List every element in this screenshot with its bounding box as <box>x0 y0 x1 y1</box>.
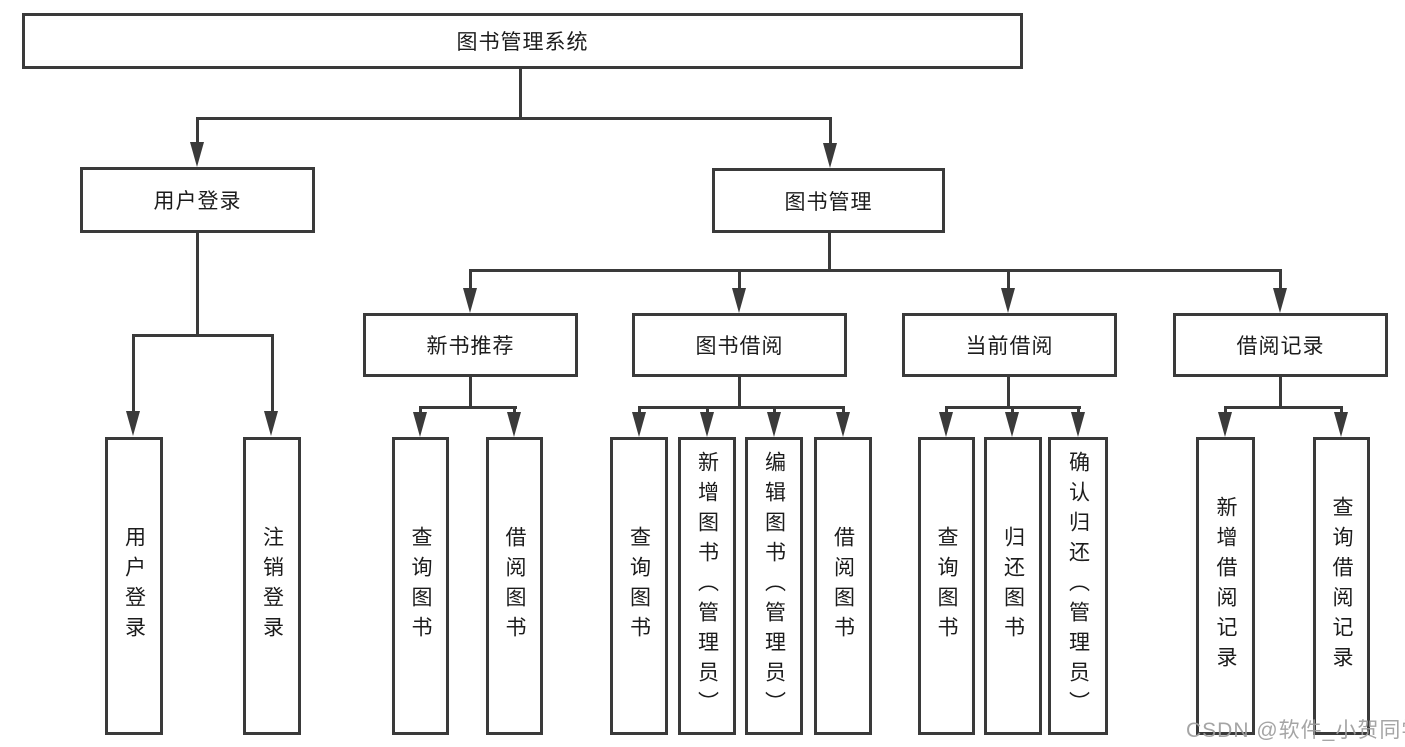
connector-level2-bar <box>469 269 1282 272</box>
leaf-nb-query-books-label: 查询图书 <box>409 526 433 646</box>
node-new-books: 新书推荐 <box>363 313 578 377</box>
connector-borrow-records-bar <box>1224 406 1343 409</box>
leaf-br-query-record-label: 查询借阅记录 <box>1330 496 1354 676</box>
connector-borrow-records-shaft <box>1279 272 1282 292</box>
leaf-logout-label: 注销登录 <box>260 526 284 646</box>
leaf-cb-confirm-return-admin-label: 确认归还（管理员） <box>1066 451 1090 721</box>
node-book-borrow-label: 图书借阅 <box>695 335 784 358</box>
connector-new-books-bar <box>419 406 517 409</box>
leaf-bb-query-books: 查询图书 <box>610 437 668 735</box>
node-book-borrow: 图书借阅 <box>632 313 847 377</box>
leaf-bb-add-books-admin: 新增图书（管理员） <box>678 437 736 735</box>
arrowhead-br-leaf2 <box>1334 412 1348 437</box>
leaf-cb-query-books: 查询图书 <box>918 437 975 735</box>
arrowhead-nb-leaf1 <box>413 412 427 437</box>
arrowhead-nb-leaf2 <box>507 412 521 437</box>
node-library-system: 图书管理系统 <box>22 13 1023 69</box>
arrowhead-borrow-records <box>1273 288 1287 313</box>
node-book-management: 图书管理 <box>712 168 945 233</box>
node-borrow-records-label: 借阅记录 <box>1236 335 1325 358</box>
leaf-br-add-record-label: 新增借阅记录 <box>1214 496 1238 676</box>
connector-logout-leaf-shaft <box>271 335 274 415</box>
connector-user-login-shaft <box>196 118 199 148</box>
node-book-management-label: 图书管理 <box>784 190 873 214</box>
connector-new-books-down <box>469 377 472 408</box>
connector-book-mgmt-down <box>828 233 831 272</box>
connector-borrow-records-down <box>1279 377 1282 408</box>
leaf-logout: 注销登录 <box>243 437 301 735</box>
arrowhead-bb-leaf2 <box>700 412 714 437</box>
node-user-login: 用户登录 <box>80 167 315 233</box>
arrowhead-br-leaf1 <box>1218 412 1232 437</box>
leaf-nb-borrow-books-label: 借阅图书 <box>503 526 527 646</box>
connector-current-borrow-bar <box>945 406 1081 409</box>
leaf-cb-query-books-label: 查询图书 <box>935 526 959 646</box>
arrowhead-login-leaf <box>126 411 140 436</box>
connector-root-stub <box>519 68 522 118</box>
leaf-user-login-label: 用户登录 <box>122 526 146 646</box>
leaf-cb-confirm-return-admin: 确认归还（管理员） <box>1048 437 1108 735</box>
arrowhead-bb-leaf3 <box>767 412 781 437</box>
connector-level1-bar <box>196 117 832 120</box>
connector-current-borrow-shaft <box>1007 272 1010 292</box>
arrowhead-current-borrow <box>1001 288 1015 313</box>
leaf-bb-edit-books-admin: 编辑图书（管理员） <box>745 437 803 735</box>
connector-new-books-shaft <box>469 272 472 292</box>
leaf-nb-query-books: 查询图书 <box>392 437 449 735</box>
connector-user-login-bar <box>132 334 274 337</box>
arrowhead-user-login <box>190 142 204 167</box>
connector-book-borrow-shaft <box>738 272 741 292</box>
arrowhead-cb-leaf3 <box>1071 412 1085 437</box>
connector-book-mgmt-shaft <box>829 118 832 148</box>
connector-book-borrow-down <box>738 377 741 408</box>
arrowhead-bb-leaf4 <box>836 412 850 437</box>
node-current-borrow: 当前借阅 <box>902 313 1117 377</box>
arrowhead-cb-leaf2 <box>1005 412 1019 437</box>
leaf-cb-return-books-label: 归还图书 <box>1001 526 1025 646</box>
leaf-cb-return-books: 归还图书 <box>984 437 1042 735</box>
leaf-user-login: 用户登录 <box>105 437 163 735</box>
leaf-bb-query-books-label: 查询图书 <box>627 526 651 646</box>
leaf-br-add-record: 新增借阅记录 <box>1196 437 1255 735</box>
leaf-bb-borrow-books-label: 借阅图书 <box>831 526 855 646</box>
arrowhead-cb-leaf1 <box>939 412 953 437</box>
node-borrow-records: 借阅记录 <box>1173 313 1388 377</box>
arrowhead-bb-leaf1 <box>632 412 646 437</box>
arrowhead-new-books <box>463 288 477 313</box>
arrowhead-book-mgmt <box>823 143 837 168</box>
leaf-br-query-record: 查询借阅记录 <box>1313 437 1370 735</box>
csdn-watermark: CSDN @软件_小贺同学 <box>1186 719 1405 742</box>
leaf-bb-edit-books-admin-label: 编辑图书（管理员） <box>762 451 786 721</box>
arrowhead-logout-leaf <box>264 411 278 436</box>
connector-current-borrow-down <box>1007 377 1010 408</box>
connector-book-borrow-bar <box>638 406 845 409</box>
node-current-borrow-label: 当前借阅 <box>965 335 1054 358</box>
leaf-nb-borrow-books: 借阅图书 <box>486 437 543 735</box>
node-library-system-label: 图书管理系统 <box>456 31 589 54</box>
node-user-login-label: 用户登录 <box>153 190 242 213</box>
leaf-bb-add-books-admin-label: 新增图书（管理员） <box>695 451 719 721</box>
connector-user-login-down <box>196 233 199 335</box>
node-new-books-label: 新书推荐 <box>426 335 515 358</box>
arrowhead-book-borrow <box>732 288 746 313</box>
connector-login-leaf-shaft <box>132 335 135 415</box>
leaf-bb-borrow-books: 借阅图书 <box>814 437 872 735</box>
